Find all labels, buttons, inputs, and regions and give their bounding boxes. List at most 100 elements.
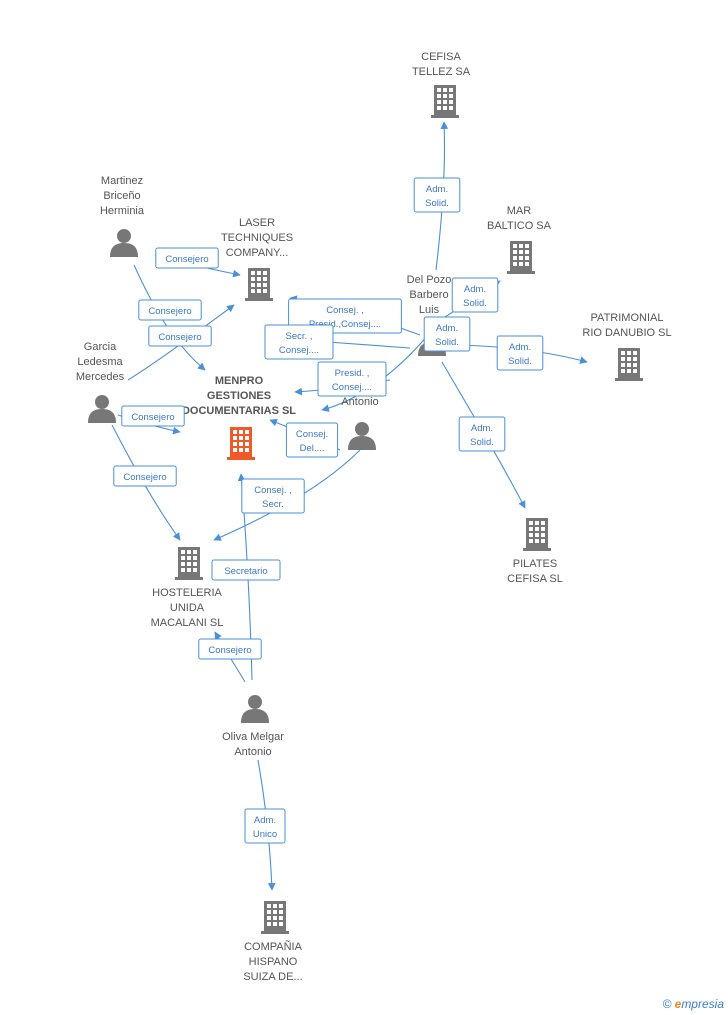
edge-label-box	[113, 465, 177, 487]
edge-label-text: Unico	[253, 829, 277, 840]
node-label: DOCUMENTARIAS SL	[182, 405, 296, 417]
edge-label-text: Consej. ,	[326, 305, 364, 316]
node-label: CEFISA	[421, 51, 461, 63]
node-cefisa[interactable]: CEFISA TELLEZ SA	[412, 51, 471, 118]
building-icon	[245, 268, 273, 301]
edge-label[interactable]: Consej. Del....	[285, 422, 339, 458]
edge-label[interactable]: Consejero	[148, 325, 212, 347]
edge-label[interactable]: Consejero	[121, 405, 185, 427]
node-label: LASER	[239, 217, 275, 229]
node-label: Del Pozo	[407, 274, 452, 286]
node-label: Ledesma	[77, 356, 123, 368]
building-icon	[431, 85, 459, 118]
edge-label-text: Solid.	[425, 198, 449, 209]
node-label: TECHNIQUES	[221, 232, 293, 244]
node-label: PILATES	[513, 558, 557, 570]
node-label: Briceño	[103, 190, 140, 202]
edge-label-text: Presid. ,	[335, 368, 370, 379]
node-label: UNIDA	[170, 602, 205, 614]
node-label: Barbero	[409, 289, 448, 301]
edge-label-text: Consej.	[296, 429, 328, 440]
edge-label[interactable]: Consejero	[113, 465, 177, 487]
node-label: MACALANI SL	[151, 617, 224, 629]
node-label: Mercedes	[76, 371, 125, 383]
person-icon	[88, 395, 116, 423]
edge-label[interactable]: Adm.Solid.	[451, 277, 499, 313]
edge-label-text: Presid.,Consej....	[309, 319, 381, 330]
edge-label-text: Secretario	[224, 566, 267, 577]
edge-label-text: Secr.	[262, 499, 284, 510]
building-icon	[175, 547, 203, 580]
node-label: Antonio	[234, 746, 271, 758]
node-menpro[interactable]: MENPRO GESTIONES DOCUMENTARIAS SL	[182, 375, 296, 460]
edge-label-text: Consejero	[123, 472, 166, 483]
node-label: RIO DANUBIO SL	[582, 327, 671, 339]
edge-label[interactable]: Consejero	[155, 247, 219, 269]
node-label: GESTIONES	[207, 390, 271, 402]
building-icon	[507, 241, 535, 274]
edge-label-text: Consej. ,	[254, 485, 292, 496]
node-label: MENPRO	[215, 375, 264, 387]
node-laser[interactable]: LASERTECHNIQUESCOMPANY...	[221, 217, 293, 301]
edge-label[interactable]: Adm. Solid.	[413, 177, 461, 213]
edge-label-text: Adm.	[254, 815, 276, 826]
edge-label-box	[413, 177, 461, 213]
edge-label[interactable]: Adm. Unico	[244, 808, 286, 844]
node-label: TELLEZ SA	[412, 66, 471, 78]
node-label: CEFISA SL	[507, 573, 563, 585]
building-icon	[227, 427, 255, 460]
edge-label-text: Adm.	[436, 323, 458, 334]
node-label: HOSTELERIA	[152, 587, 222, 599]
edge-label-box	[148, 325, 212, 347]
edge-label[interactable]: Adm.Solid.	[423, 316, 471, 352]
building-icon	[523, 518, 551, 551]
edge-label[interactable]: Secretario	[211, 559, 281, 581]
node-pilates[interactable]: PILATES CEFISA SL	[507, 518, 563, 585]
edge-label-text: Consejero	[158, 332, 201, 343]
edge-label-text: Solid.	[470, 437, 494, 448]
person-icon	[241, 695, 269, 723]
edge-label-text: Adm.	[426, 184, 448, 195]
building-icon	[615, 348, 643, 381]
edge-label-box	[241, 478, 305, 514]
edge-label-box	[264, 324, 334, 360]
brand-first-letter: e	[674, 997, 682, 1011]
node-label: SUIZA DE...	[243, 971, 302, 983]
node-label: Antonio	[341, 396, 378, 408]
edge-label[interactable]: Consejero	[138, 299, 202, 321]
edge-label-text: Consejero	[208, 645, 251, 656]
edge-label[interactable]: Presid. ,Consej....	[317, 361, 387, 397]
edge-label[interactable]: Secr. ,Consej....	[264, 324, 334, 360]
edge-label-text: Solid.	[508, 356, 532, 367]
edge-label[interactable]: Adm.Solid.	[458, 416, 506, 452]
edge-label-text: Consejero	[131, 412, 174, 423]
edge-label-box	[423, 316, 471, 352]
edge-label-box	[198, 638, 262, 660]
edge-label-box	[285, 422, 339, 458]
edge-label-text: Del....	[300, 443, 325, 454]
edge-label[interactable]: Consejero	[198, 638, 262, 660]
edge-label-box	[155, 247, 219, 269]
edges-layer	[111, 121, 588, 891]
edge-label-box	[211, 559, 281, 581]
node-label: Martinez	[101, 175, 143, 187]
empresia-logo[interactable]: ©empresia	[663, 997, 724, 1011]
edge-label-box	[121, 405, 185, 427]
node-patrimonial[interactable]: PATRIMONIAL RIO DANUBIO SL	[582, 312, 672, 381]
edge-label[interactable]: Adm. Solid.	[496, 335, 544, 371]
edge-label[interactable]: Consej. , Secr.	[241, 478, 305, 514]
edge-label-text: Adm.	[509, 342, 531, 353]
node-label: Herminia	[100, 205, 145, 217]
node-hosteleria[interactable]: HOSTELERIA UNIDA MACALANI SL	[151, 547, 224, 629]
node-label: PATRIMONIAL	[591, 312, 664, 324]
node-label: HISPANO	[249, 956, 298, 968]
node-label: Luis	[419, 304, 440, 316]
copyright-symbol: ©	[662, 997, 672, 1011]
